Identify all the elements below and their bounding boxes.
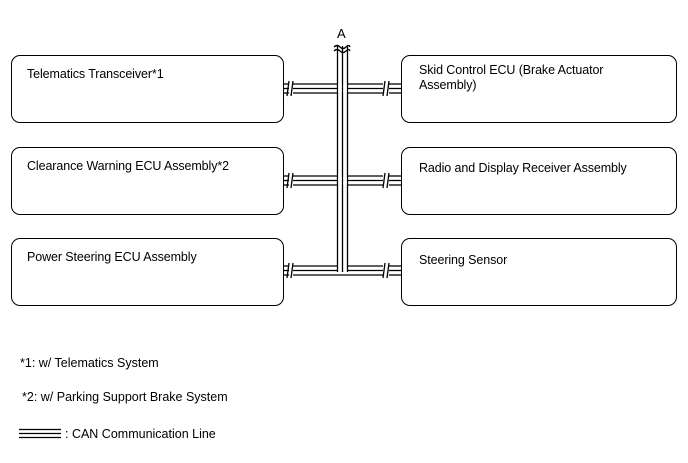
can-branch-row-2 [284,172,401,189]
can-branch-row-1 [284,80,401,97]
box-skid-control-ecu: Skid Control ECU (Brake Actuator Assembl… [401,55,677,123]
box-label: Power Steering ECU Assembly [27,250,197,264]
bus-label-a: A [337,26,346,41]
footnote-2: *2: w/ Parking Support Brake System [22,390,228,404]
box-label: Telematics Transceiver*1 [27,67,164,81]
box-label: Skid Control ECU (Brake Actuator Assembl… [419,63,604,92]
can-branch-row-3 [284,262,401,279]
box-clearance-warning-ecu: Clearance Warning ECU Assembly*2 [11,147,284,215]
box-label: Steering Sensor [419,253,508,267]
footnote-1: *1: w/ Telematics System [20,356,159,370]
can-bus-trunk [333,44,351,272]
box-steering-sensor: Steering Sensor [401,238,677,306]
box-label: Clearance Warning ECU Assembly*2 [27,159,229,173]
box-radio-display-receiver: Radio and Display Receiver Assembly [401,147,677,215]
box-telematics-transceiver: Telematics Transceiver*1 [11,55,284,123]
box-power-steering-ecu: Power Steering ECU Assembly [11,238,284,306]
can-line-legend-icon [19,428,61,439]
legend-label: : CAN Communication Line [65,427,216,441]
box-label: Radio and Display Receiver Assembly [419,161,627,175]
